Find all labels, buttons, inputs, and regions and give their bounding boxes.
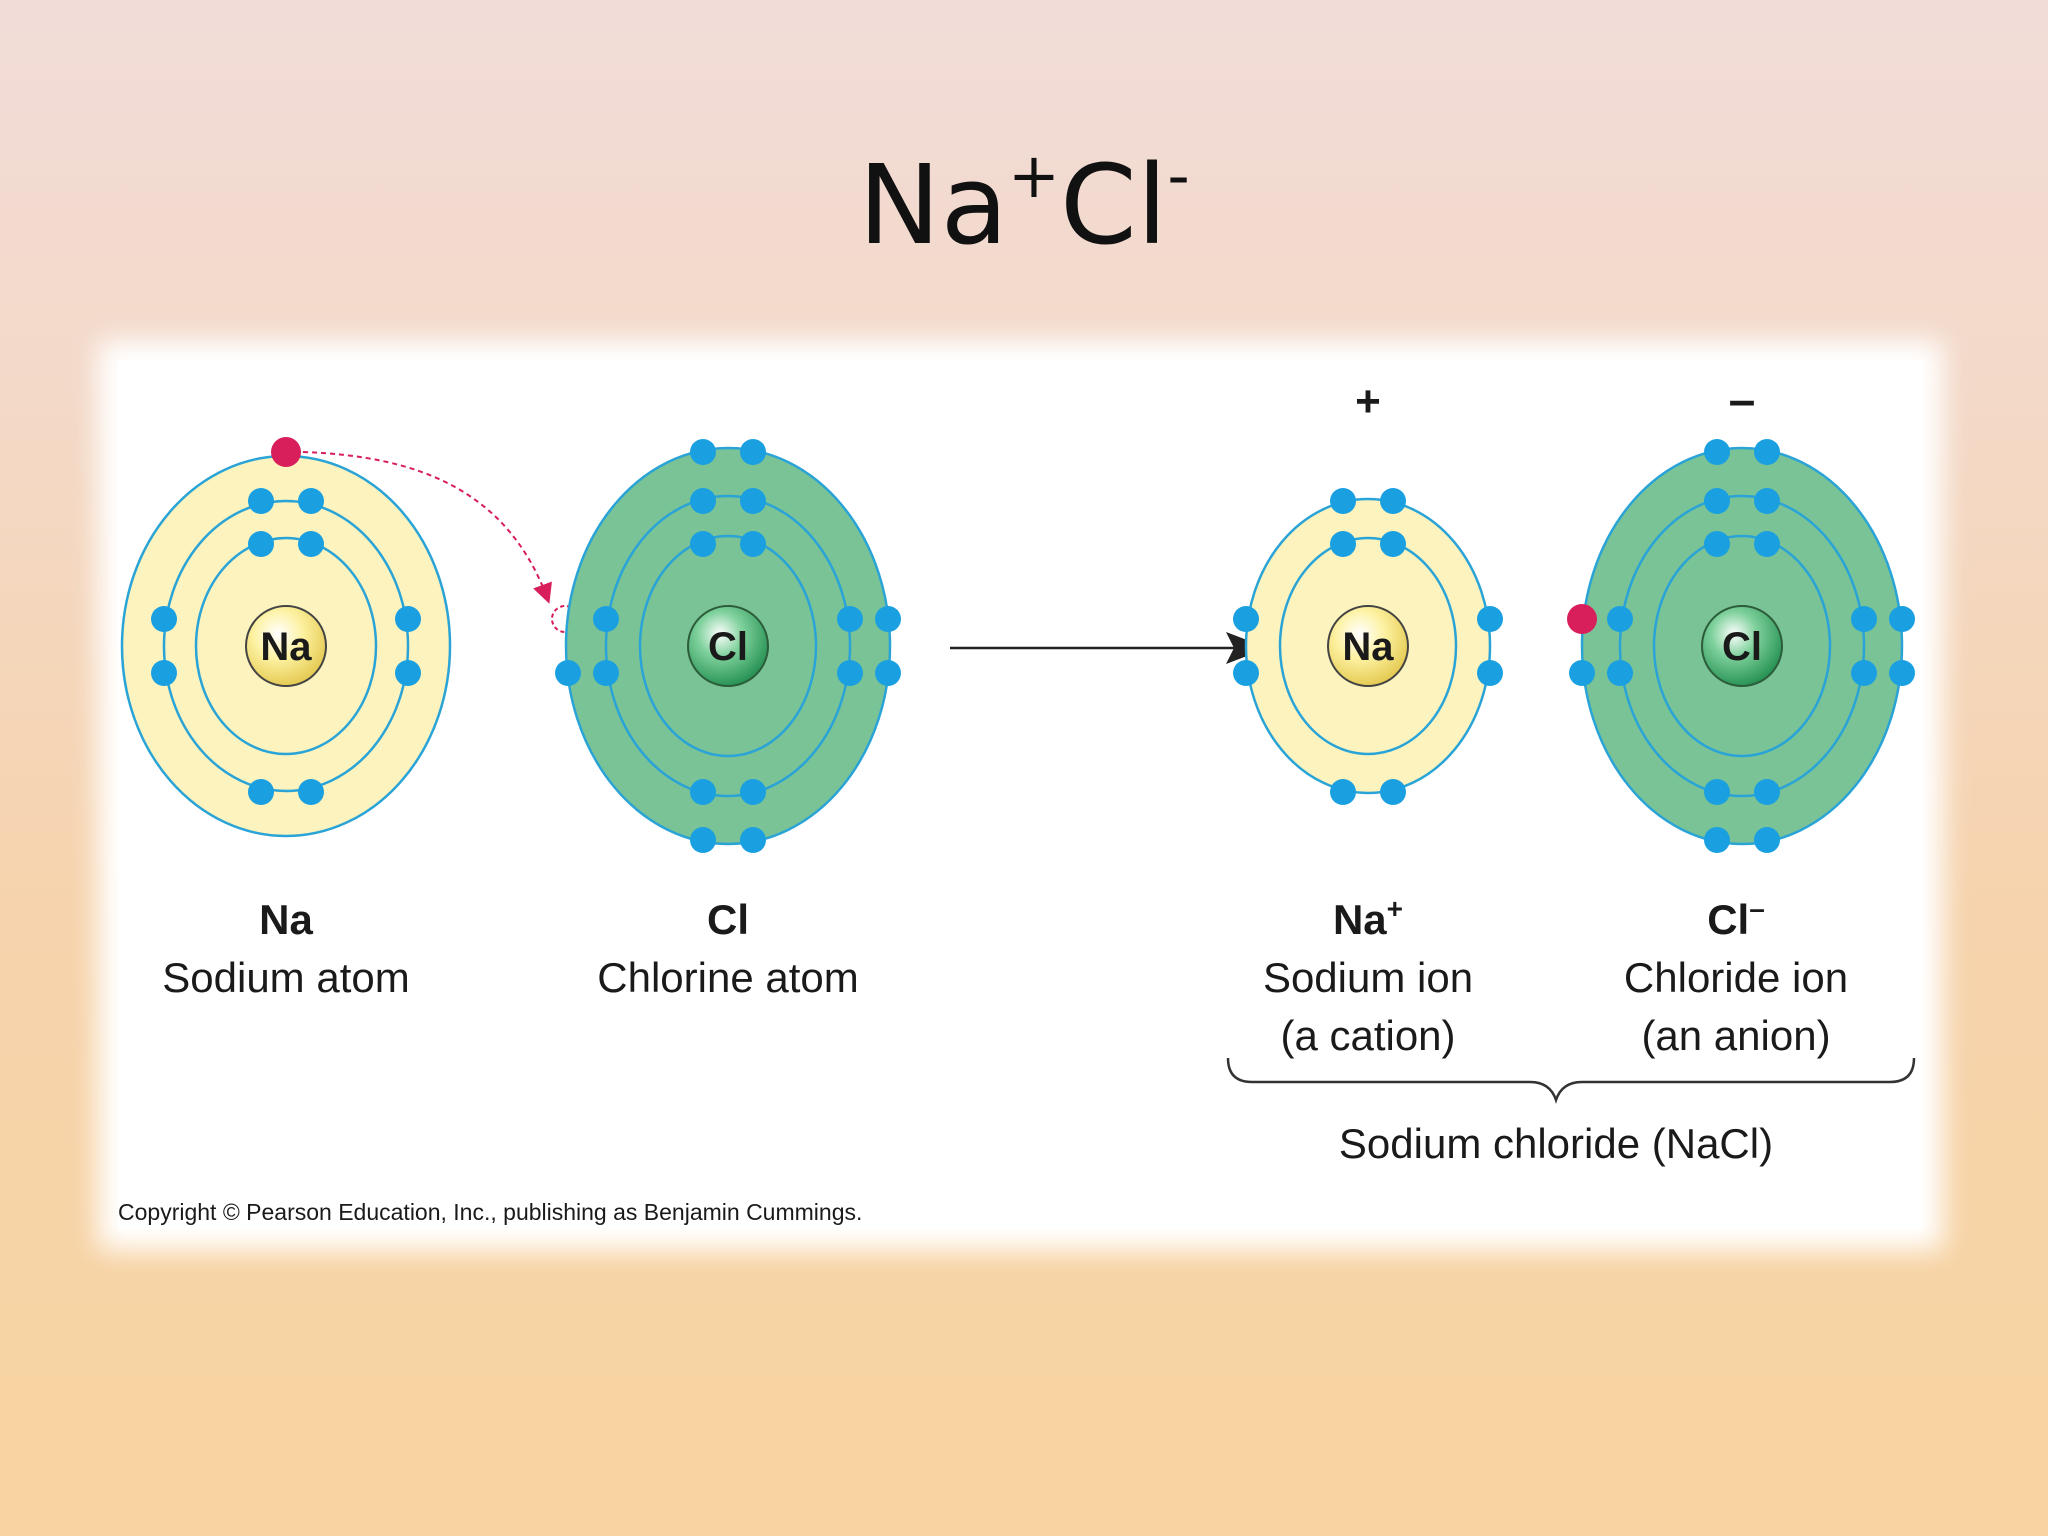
compound-brace: [1226, 1057, 1916, 1104]
electron: [1233, 606, 1259, 632]
electron: [1233, 660, 1259, 686]
sodium-ion: + Na: [1233, 377, 1503, 805]
electron: [740, 827, 766, 853]
chlorine-nucleus-label: Cl: [708, 625, 748, 669]
electron: [1380, 531, 1406, 557]
electron: [555, 660, 581, 686]
chlorine-middle-shell: [604, 494, 852, 798]
sodium-ion-nucleus-label: Na: [1342, 625, 1394, 669]
electron: [1380, 779, 1406, 805]
electron: [1754, 779, 1780, 805]
electron: [690, 779, 716, 805]
chloride-ion-nucleus: [1701, 605, 1783, 687]
electron: [248, 531, 274, 557]
electron: [1477, 606, 1503, 632]
compound-label: Sodium chloride (NaCl): [1339, 1120, 1773, 1167]
ionic-bond-diagram: Na Cl: [118, 374, 1916, 1225]
electron: [1851, 660, 1877, 686]
electron: [875, 606, 901, 632]
electron: [1704, 827, 1730, 853]
chloride-ion-charge: –: [1729, 374, 1756, 427]
electron: [1330, 531, 1356, 557]
electron: [1704, 779, 1730, 805]
electron: [395, 660, 421, 686]
sodium-ion-name: Sodium ion: [1263, 954, 1473, 1001]
electron: [740, 779, 766, 805]
chloride-ion-inner-shell: [1652, 534, 1832, 758]
chlorine-atom-name: Chlorine atom: [597, 954, 858, 1001]
transferred-electron: [271, 437, 301, 467]
electron: [298, 531, 324, 557]
electron: [837, 660, 863, 686]
electron: [248, 488, 274, 514]
chloride-ion-nucleus-label: Cl: [1722, 625, 1762, 669]
electron: [1889, 606, 1915, 632]
chloride-ion-middle-shell: [1618, 494, 1866, 798]
diagram-panel: Na Cl: [118, 360, 1923, 1230]
electron: [298, 779, 324, 805]
chloride-ion: – Cl: [1567, 374, 1915, 853]
sodium-atom: Na: [120, 437, 452, 838]
chloride-ion-type: (an anion): [1641, 1012, 1830, 1059]
electron: [690, 827, 716, 853]
electron: [1754, 488, 1780, 514]
electron: [1477, 660, 1503, 686]
chlorine-inner-shell: [638, 534, 818, 758]
electron: [1380, 488, 1406, 514]
electron: [593, 606, 619, 632]
sodium-atom-name: Sodium atom: [162, 954, 409, 1001]
electron: [151, 660, 177, 686]
electron: [1704, 488, 1730, 514]
sodium-middle-shell: [162, 499, 410, 793]
electron: [151, 606, 177, 632]
sodium-ion-charge: +: [1355, 377, 1381, 426]
electron: [298, 488, 324, 514]
electron: [875, 660, 901, 686]
electron: [1607, 606, 1633, 632]
sodium-inner-shell: [194, 536, 378, 756]
electron: [248, 779, 274, 805]
electron: [1330, 488, 1356, 514]
chlorine-electrons: [555, 439, 901, 853]
chlorine-atom-symbol: Cl: [707, 896, 749, 943]
sodium-ion-type: (a cation): [1280, 1012, 1455, 1059]
electron: [1889, 660, 1915, 686]
gained-electron: [1567, 604, 1597, 634]
sodium-ion-electrons: [1233, 488, 1503, 805]
electron: [740, 488, 766, 514]
chlorine-nucleus: [687, 605, 769, 687]
sodium-nucleus-label: Na: [260, 625, 312, 669]
chloride-ion-name: Chloride ion: [1624, 954, 1848, 1001]
electron: [593, 660, 619, 686]
chloride-ion-electrons: [1569, 439, 1915, 853]
sodium-ion-nucleus: [1327, 605, 1409, 687]
electron: [690, 531, 716, 557]
reaction-arrow: [950, 632, 1268, 664]
electron: [1851, 606, 1877, 632]
sodium-nucleus: [245, 605, 327, 687]
electron-transfer-arrow: [302, 451, 552, 604]
slide-title: Na+Cl-: [858, 139, 1190, 269]
electron: [740, 439, 766, 465]
electron: [1754, 531, 1780, 557]
sodium-atom-symbol: Na: [259, 896, 313, 943]
sodium-electrons: [151, 488, 421, 805]
electron: [740, 531, 766, 557]
chloride-ion-symbol: Cl–: [1707, 893, 1765, 943]
sodium-ion-symbol: Na+: [1333, 893, 1403, 943]
electron: [837, 606, 863, 632]
electron: [1704, 439, 1730, 465]
sodium-ion-inner-shell: [1278, 536, 1458, 756]
electron: [690, 488, 716, 514]
electron: [1330, 779, 1356, 805]
electron: [1569, 660, 1595, 686]
electron: [1607, 660, 1633, 686]
electron: [690, 439, 716, 465]
electron: [395, 606, 421, 632]
electron: [1754, 827, 1780, 853]
copyright-notice: Copyright © Pearson Education, Inc., pub…: [118, 1199, 862, 1225]
electron: [1704, 531, 1730, 557]
chlorine-atom: Cl: [555, 439, 901, 853]
electron: [1754, 439, 1780, 465]
